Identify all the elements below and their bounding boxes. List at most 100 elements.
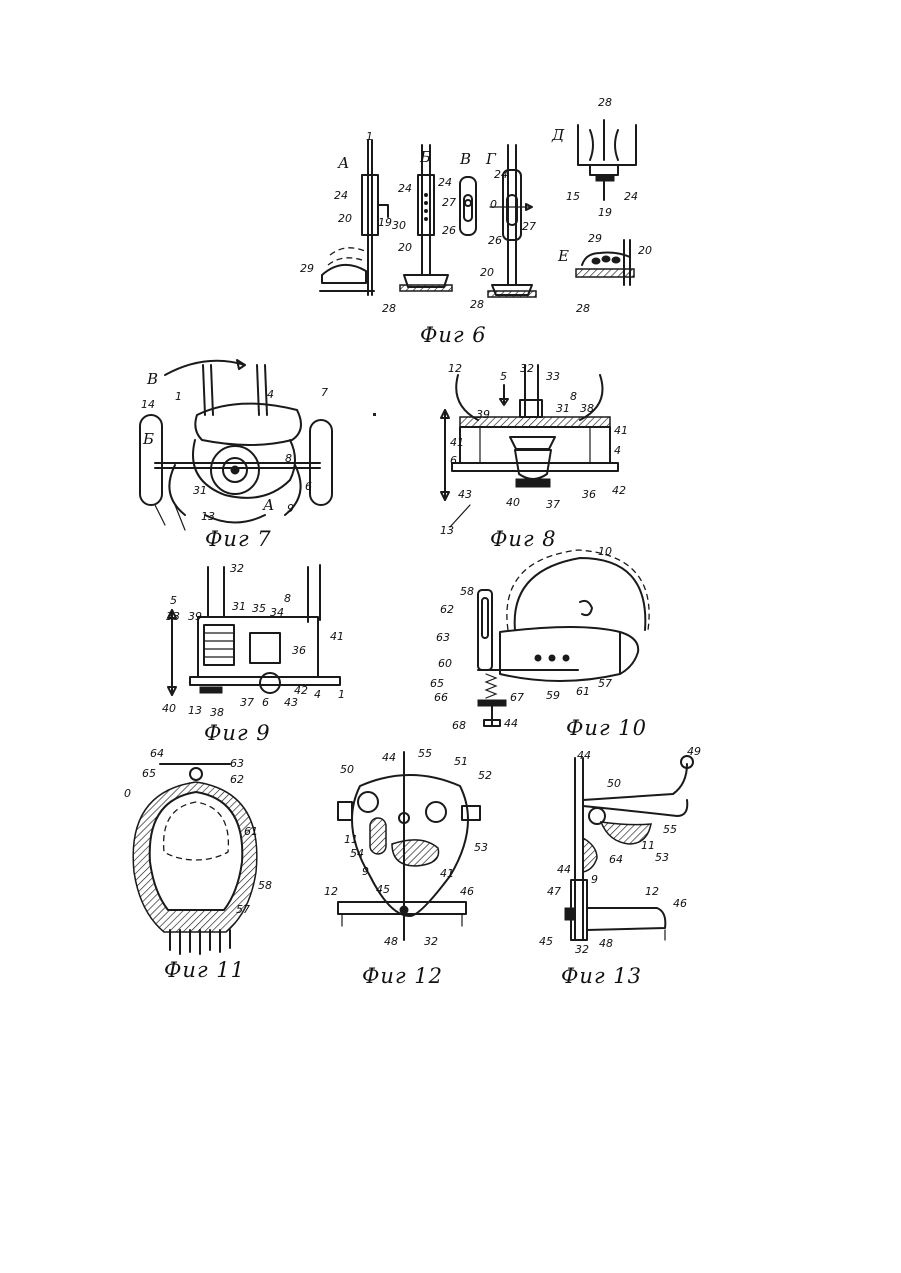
part-label: 44 xyxy=(577,750,591,762)
part-label: 28 xyxy=(470,299,484,311)
part-label: 6 xyxy=(262,697,269,709)
part-label: 36 xyxy=(292,645,306,657)
part-label: 41 xyxy=(450,437,464,449)
part-label: 11 xyxy=(344,834,358,846)
part-label: 5 xyxy=(500,371,507,383)
part-label: 4 xyxy=(267,389,274,401)
part-label: 52 xyxy=(478,770,492,782)
part-label: 24 xyxy=(334,190,348,202)
part-label: 20 xyxy=(638,245,652,257)
part-label: 9 xyxy=(287,503,294,515)
part-label: 7 xyxy=(321,387,328,399)
part-label: 26 xyxy=(488,235,502,247)
figure-6: А Б В Г Д Е 1 24 19 20 29 24 30 20 28 24… xyxy=(300,85,660,355)
part-label: 64 xyxy=(609,854,623,866)
part-label: 53 xyxy=(655,852,669,864)
view-letter: А xyxy=(338,155,349,171)
part-label: 13 xyxy=(440,525,454,537)
part-label: 62 xyxy=(230,774,244,786)
figure-caption: Фиг 6 xyxy=(420,323,487,347)
part-label: 26 xyxy=(442,225,456,237)
part-label: 39 xyxy=(476,409,490,421)
part-label: 14 xyxy=(141,399,155,411)
figure-9: 32 5 33 39 31 35 34 8 41 36 42 4 1 40 13… xyxy=(160,555,360,750)
part-label: 40 xyxy=(506,497,520,509)
figure-12: 44 55 50 51 52 11 54 53 9 45 41 12 46 48… xyxy=(320,740,510,990)
part-label: 12 xyxy=(324,886,338,898)
view-letter: Г xyxy=(486,151,496,167)
part-label: 54 xyxy=(350,848,364,860)
part-label: 36 xyxy=(582,489,596,501)
part-label: 55 xyxy=(418,748,432,760)
part-label: 19 xyxy=(598,207,612,219)
view-letter: Д xyxy=(552,127,564,143)
part-label: 59 xyxy=(546,690,560,702)
part-label: 24 xyxy=(494,169,508,181)
part-label: 28 xyxy=(576,303,590,315)
view-letter: Е xyxy=(558,248,569,264)
part-label: 64 xyxy=(150,748,164,760)
part-label: 38 xyxy=(580,403,594,415)
part-label: 60 xyxy=(438,658,452,670)
figure-caption: Фиг 7 xyxy=(205,527,272,551)
part-label: 58 xyxy=(460,586,474,598)
part-label: 53 xyxy=(474,842,488,854)
part-label: 38 xyxy=(210,707,224,719)
part-label: 65 xyxy=(142,768,156,780)
part-label: 32 xyxy=(520,363,534,375)
part-label: 58 xyxy=(258,880,272,892)
part-label: 41 xyxy=(330,631,344,643)
part-label: 24 xyxy=(438,177,452,189)
figure-caption: Фиг 11 xyxy=(164,958,245,982)
view-letter: В xyxy=(147,371,158,387)
part-label: 4 xyxy=(614,445,621,457)
part-label: 65 xyxy=(430,678,444,690)
part-label: 40 xyxy=(162,703,176,715)
part-label: 55 xyxy=(663,824,677,836)
view-letter: Б xyxy=(143,431,154,447)
figure-6-drawing xyxy=(300,85,660,355)
part-label: 31 xyxy=(193,485,207,497)
part-label: 8 xyxy=(570,391,577,403)
figure-10: 10 58 62 63 60 65 66 67 68 44 59 61 57 Ф… xyxy=(420,540,680,750)
part-label: 0 xyxy=(490,199,497,211)
part-label: 45 xyxy=(539,936,553,948)
part-label: 13 xyxy=(188,705,202,717)
part-label: 20 xyxy=(338,213,352,225)
part-label: 8 xyxy=(285,453,292,465)
part-label: 9 xyxy=(591,874,598,886)
part-label: 12 xyxy=(645,886,659,898)
part-label: 32 xyxy=(230,563,244,575)
part-label: 48 xyxy=(599,938,613,950)
part-label: 50 xyxy=(607,778,621,790)
part-label: 1 xyxy=(366,131,373,143)
part-label: 57 xyxy=(598,678,612,690)
part-label: 6 xyxy=(450,455,457,467)
part-label: 43 xyxy=(284,697,298,709)
part-label: 31 xyxy=(232,601,246,613)
figure-11: 64 63 65 62 0 61 58 57 Фиг 11 xyxy=(120,740,290,990)
part-label: 47 xyxy=(547,886,561,898)
view-letter: А xyxy=(263,497,274,513)
part-label: 24 xyxy=(624,191,638,203)
part-label: 44 xyxy=(557,864,571,876)
part-label: 9 xyxy=(362,866,369,878)
part-label: 68 xyxy=(452,720,466,732)
part-label: 35 xyxy=(252,603,266,615)
figure-8: 12 5 32 33 8 39 31 38 41 41 4 6 42 43 40… xyxy=(430,355,650,560)
part-label: 44 xyxy=(382,752,396,764)
part-label: 24 xyxy=(398,183,412,195)
part-label: 8 xyxy=(284,593,291,605)
part-label: 44 xyxy=(504,718,518,730)
part-label: 61 xyxy=(576,686,590,698)
figure-caption: Фиг 12 xyxy=(362,964,443,988)
part-label: 19 xyxy=(378,217,392,229)
part-label: 6 xyxy=(305,481,312,493)
part-label: 63 xyxy=(436,632,450,644)
part-label: 63 xyxy=(230,758,244,770)
part-label: 27 xyxy=(522,221,536,233)
part-label: 29 xyxy=(588,233,602,245)
part-label: 28 xyxy=(598,97,612,109)
part-label: 39 xyxy=(188,611,202,623)
